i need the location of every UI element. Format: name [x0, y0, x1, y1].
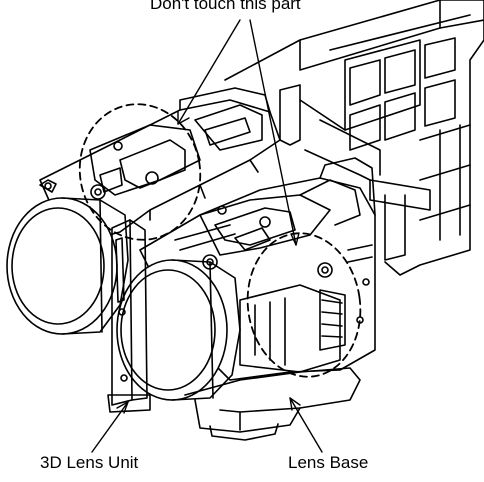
leader-lens-unit: [91, 401, 129, 453]
leader-lines: [91, 19, 323, 453]
front-lens: [116, 259, 241, 401]
caution-label: Don't touch this part: [150, 0, 301, 13]
lens-unit-label: 3D Lens Unit: [40, 453, 139, 472]
rear-lens: [6, 179, 129, 335]
caution-circle-upper: [78, 103, 202, 241]
lens-unit-bracket: [107, 219, 151, 413]
lens-base-label: Lens Base: [288, 453, 369, 472]
leader-caution-upper: [177, 19, 241, 125]
leader-lens-base: [289, 397, 323, 453]
rear-chassis: [224, 0, 484, 276]
lens-base: [184, 367, 361, 441]
leader-caution-lower: [249, 19, 297, 246]
